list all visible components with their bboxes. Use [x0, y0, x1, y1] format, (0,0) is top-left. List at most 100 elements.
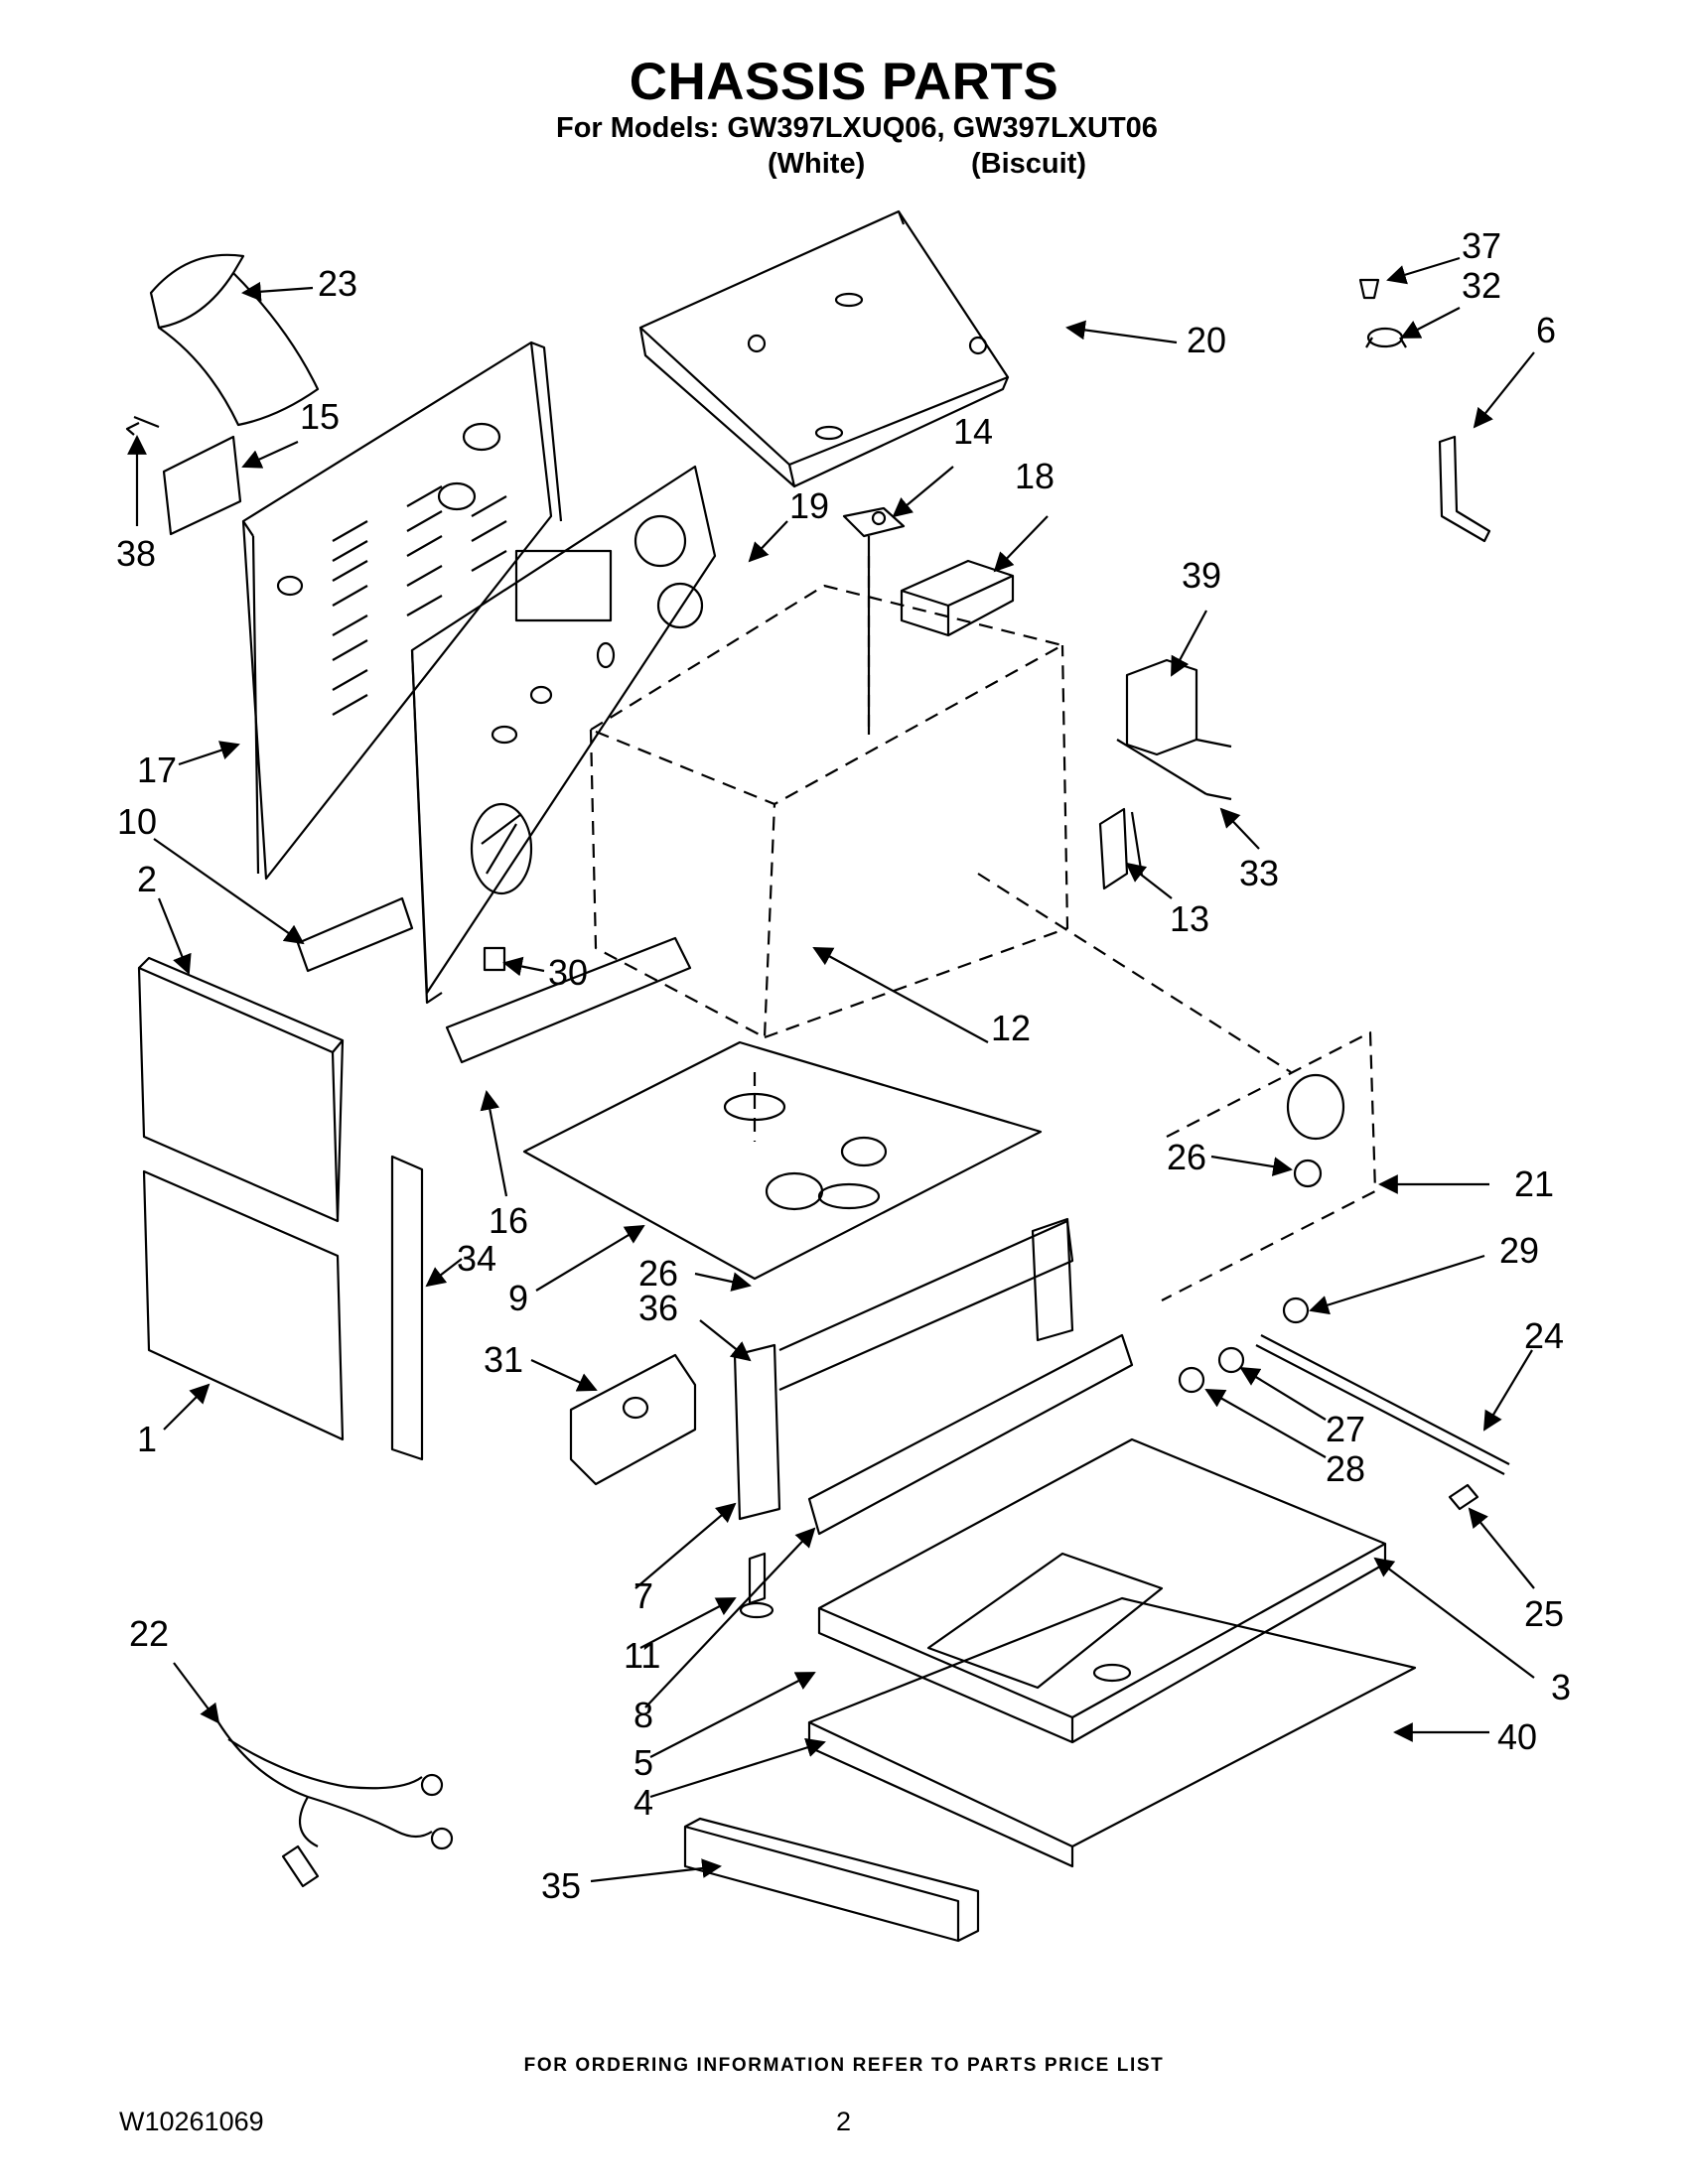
leader-34 [425, 1258, 463, 1288]
callout-18: 18 [1015, 456, 1055, 496]
leader-9 [535, 1224, 645, 1292]
door-rod-part [1255, 1334, 1510, 1475]
callout-22: 22 [129, 1613, 169, 1654]
callout-38: 38 [116, 533, 156, 574]
leader-15 [241, 440, 299, 469]
sensor-probe-part [1116, 739, 1232, 801]
callout-26a: 26 [638, 1253, 678, 1294]
callout-33: 33 [1239, 853, 1279, 893]
callout-6: 6 [1536, 310, 1556, 350]
rear-panel-part [241, 341, 563, 881]
leader-12 [812, 947, 989, 1043]
callout-30: 30 [548, 952, 588, 993]
callout-13: 13 [1170, 898, 1209, 939]
callout-28: 28 [1326, 1448, 1365, 1489]
callout-31: 31 [484, 1339, 523, 1380]
leader-4 [649, 1737, 826, 1799]
leader-5 [649, 1672, 816, 1758]
callout-14: 14 [953, 411, 993, 452]
front-frame-part [137, 956, 345, 1223]
callout-8: 8 [633, 1695, 653, 1735]
callout-29: 29 [1499, 1230, 1539, 1271]
callout-12: 12 [991, 1008, 1031, 1048]
front-rail-part [445, 936, 692, 1064]
leader-35 [590, 1858, 722, 1883]
callout-5: 5 [633, 1742, 653, 1783]
callout-1: 1 [137, 1419, 157, 1459]
lower-pan-part [817, 1437, 1387, 1744]
drawer-rail-part [683, 1817, 980, 1943]
leader-20 [1065, 320, 1178, 344]
callout-10: 10 [117, 801, 157, 842]
leader-6 [1473, 351, 1535, 429]
ordering-note: FOR ORDERING INFORMATION REFER TO PARTS … [523, 2055, 1165, 2076]
inner-rear-panel-part [410, 465, 717, 1005]
callout-27: 27 [1326, 1409, 1365, 1449]
callout-21: 21 [1514, 1163, 1554, 1204]
leader-10 [153, 838, 305, 945]
leader-2 [157, 897, 192, 975]
document-number: W10261069 [119, 2107, 264, 2136]
page-title: CHASSIS PARTS [629, 53, 1059, 111]
callout-15: 15 [300, 396, 340, 437]
leader-13 [1125, 862, 1173, 899]
side-strip-part [390, 1155, 424, 1461]
leader-26a [694, 1272, 752, 1292]
leader-31 [530, 1359, 598, 1392]
callout-39: 39 [1182, 555, 1221, 596]
callout-35: 35 [541, 1865, 581, 1906]
side-bracket-part [733, 1217, 1074, 1619]
screw-and-mount-part [1358, 278, 1491, 543]
leader-16 [480, 1090, 508, 1197]
models-line: For Models: GW397LXUQ06, GW397LXUT06 [556, 112, 1158, 144]
callout-4: 4 [633, 1782, 653, 1823]
callout-23: 23 [318, 263, 357, 304]
insulation-strip-part [296, 896, 414, 973]
leader-19 [748, 520, 788, 563]
leader-37 [1386, 256, 1461, 285]
callout-40: 40 [1497, 1716, 1537, 1757]
leader-27 [1239, 1366, 1327, 1421]
leader-32 [1400, 307, 1461, 339]
control-block-part [900, 559, 1015, 637]
variant-white-label: (White) [768, 148, 866, 180]
leader-18 [993, 515, 1049, 573]
leader-30 [502, 956, 545, 977]
top-panel-part [638, 209, 1010, 488]
leader-8 [644, 1527, 816, 1708]
leader-36 [699, 1319, 752, 1362]
leader-14 [892, 466, 954, 518]
leader-26b [1210, 1155, 1293, 1176]
leader-39 [1171, 610, 1207, 677]
leader-22 [173, 1662, 220, 1724]
bracket-part [1125, 658, 1232, 756]
hardware-part [1178, 1297, 1479, 1511]
lower-panel-part [142, 1169, 345, 1441]
callout-7: 7 [633, 1575, 653, 1616]
callout-9: 9 [508, 1278, 528, 1318]
callout-2: 2 [137, 859, 157, 899]
power-cord-part [217, 1721, 454, 1888]
leader-1 [163, 1383, 211, 1431]
page-number: 2 [836, 2107, 852, 2136]
callout-11: 11 [624, 1635, 660, 1676]
cross-strip-part [807, 1333, 1134, 1536]
leader-7 [634, 1502, 737, 1589]
variant-biscuit-label: (Biscuit) [971, 148, 1086, 180]
callout-19: 19 [789, 485, 829, 526]
leader-25 [1468, 1507, 1535, 1589]
bottom-tray-part [807, 1596, 1417, 1868]
leader-29 [1309, 1254, 1485, 1315]
oven-bottom-frame-part [522, 1040, 1043, 1281]
leader-23 [241, 281, 314, 302]
leader-33 [1219, 807, 1260, 850]
vent-cover-part [149, 253, 320, 427]
leader-3 [1373, 1557, 1535, 1679]
fan-assembly-part [470, 802, 533, 972]
thermostat-part [842, 506, 906, 735]
leader-28 [1204, 1389, 1327, 1458]
callout-24: 24 [1524, 1315, 1564, 1356]
oven-cavity-part [589, 584, 1069, 1142]
callout-17: 17 [137, 750, 177, 790]
